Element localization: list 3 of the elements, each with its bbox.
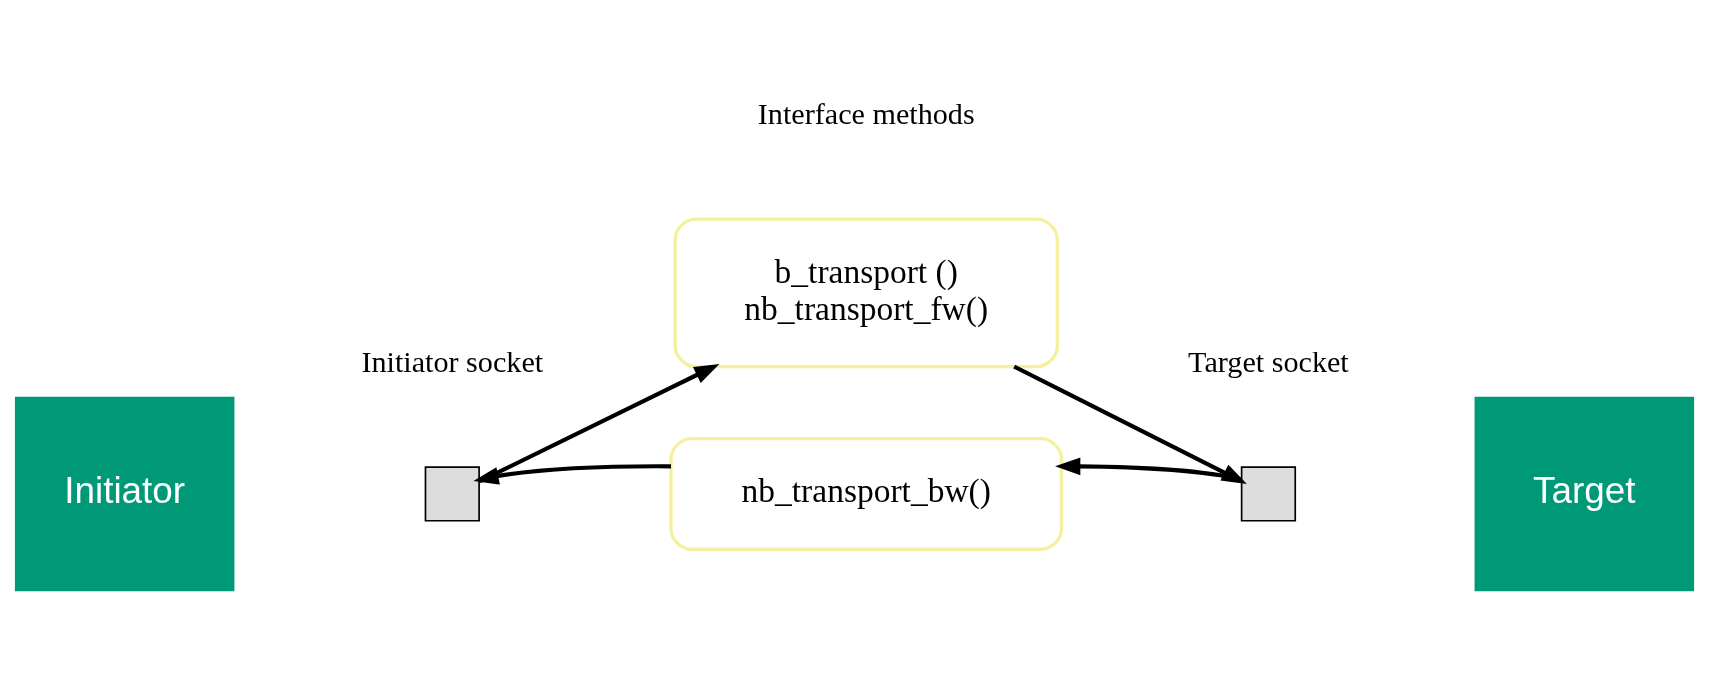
label: Interface methods [757, 96, 975, 131]
label: Target socket [1188, 344, 1349, 379]
label: Initiator socket [361, 344, 544, 379]
